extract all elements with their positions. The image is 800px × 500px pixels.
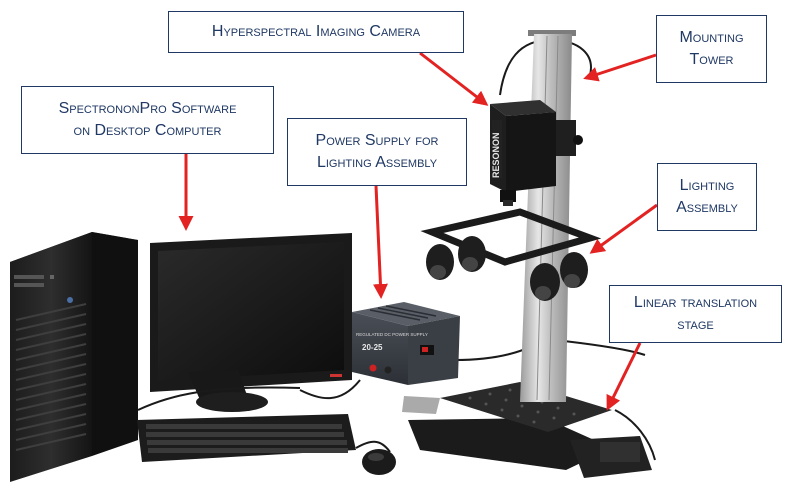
- lighting-assembly: [420, 208, 602, 301]
- callout-mounting-tower: Mounting Tower: [656, 15, 767, 83]
- callout-hyperspectral-camera: Hyperspectral Imaging Camera: [168, 11, 464, 53]
- arrow-lighting: [589, 203, 658, 254]
- hyperspectral-camera: RESONON: [490, 100, 556, 206]
- monitor: [150, 233, 352, 412]
- callout-power-line-2: Lighting Assembly: [316, 154, 438, 171]
- power-supply: REGULATED DC POWER SUPPLY 20-25: [352, 302, 460, 385]
- power-supply-label: REGULATED DC POWER SUPPLY: [356, 332, 428, 337]
- callout-stage-line-1: Linear translation: [633, 294, 758, 311]
- arrow-power: [372, 185, 388, 299]
- callout-camera-line-1: Hyperspectral Imaging Camera: [211, 23, 421, 40]
- arrow-stage: [606, 342, 642, 411]
- pc-tower: [10, 232, 138, 482]
- translation-stage: [402, 382, 652, 478]
- keyboard: [137, 414, 356, 462]
- callout-lighting-line-1: Lighting: [679, 177, 735, 194]
- callout-stage-line-2: stage: [677, 316, 714, 333]
- callout-tower-line-1: Mounting: [679, 29, 744, 46]
- callout-spectronon-software: SpectrononPro Software on Desktop Comput…: [21, 86, 274, 154]
- callout-lighting-line-2: Assembly: [676, 199, 738, 216]
- power-supply-model: 20-25: [362, 343, 383, 352]
- callout-tower-line-2: Tower: [689, 51, 734, 68]
- arrow-tower: [583, 53, 657, 82]
- callout-arrows: [178, 51, 658, 411]
- mouse: [362, 449, 396, 475]
- callout-power-supply: Power Supply for Lighting Assembly: [287, 118, 467, 186]
- callout-power-line-1: Power Supply for: [315, 132, 439, 149]
- callout-linear-translation-stage: Linear translation stage: [609, 285, 782, 343]
- callout-lighting-assembly: Lighting Assembly: [657, 163, 757, 231]
- callout-software-line-1: SpectrononPro Software: [58, 100, 237, 117]
- camera-brand-label: RESONON: [491, 132, 501, 178]
- arrow-camera: [419, 51, 489, 106]
- callout-software-line-2: on Desktop Computer: [73, 122, 222, 139]
